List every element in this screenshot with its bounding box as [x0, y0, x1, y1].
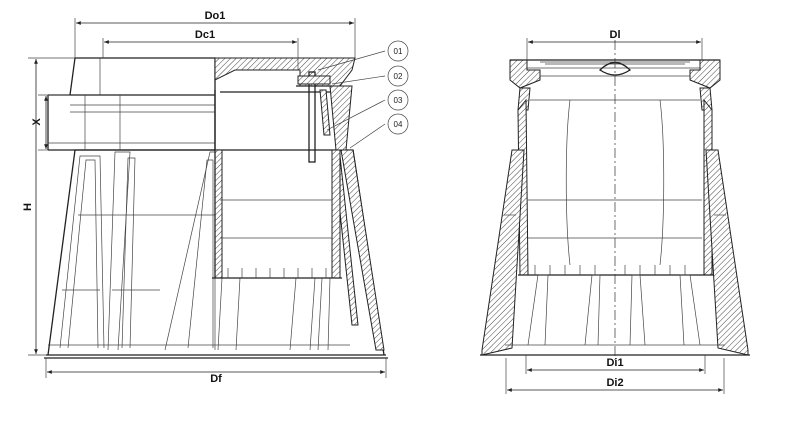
svg-text:X: X — [31, 118, 43, 126]
left-section — [212, 57, 356, 279]
dimension-dl: Dl — [526, 29, 703, 60]
svg-text:03: 03 — [394, 96, 403, 105]
dimension-x: X — [31, 94, 70, 151]
callout-03: 03 — [387, 89, 409, 111]
right-frame — [509, 59, 721, 111]
svg-text:Dl: Dl — [610, 29, 621, 41]
svg-text:Di1: Di1 — [606, 357, 623, 369]
svg-text:Do1: Do1 — [205, 10, 226, 22]
svg-text:04: 04 — [394, 120, 403, 129]
svg-text:01: 01 — [394, 47, 403, 56]
dimension-di1: Di1 — [525, 355, 706, 374]
dimension-dc1: Dc1 — [102, 29, 299, 70]
callout-04: 04 — [387, 113, 409, 135]
dimension-di2: Di2 — [505, 358, 725, 394]
svg-text:Di2: Di2 — [606, 377, 623, 389]
svg-text:02: 02 — [394, 72, 403, 81]
callout-01: 01 — [387, 40, 409, 62]
right-chamber — [517, 98, 714, 276]
svg-text:Dc1: Dc1 — [195, 29, 215, 41]
dimension-df: Df — [45, 358, 387, 385]
svg-text:H: H — [22, 203, 34, 211]
dimension-h: H — [22, 57, 75, 356]
left-view: 01 02 03 04 Do1 — [22, 10, 409, 385]
callouts: 01 02 03 04 — [317, 40, 409, 149]
svg-text:Df: Df — [210, 373, 222, 385]
left-frame — [47, 57, 216, 151]
right-base — [480, 149, 750, 356]
dimension-do1: Do1 — [74, 10, 356, 58]
right-view: Dl Di1 Di2 — [480, 29, 750, 394]
callout-02: 02 — [387, 65, 409, 87]
